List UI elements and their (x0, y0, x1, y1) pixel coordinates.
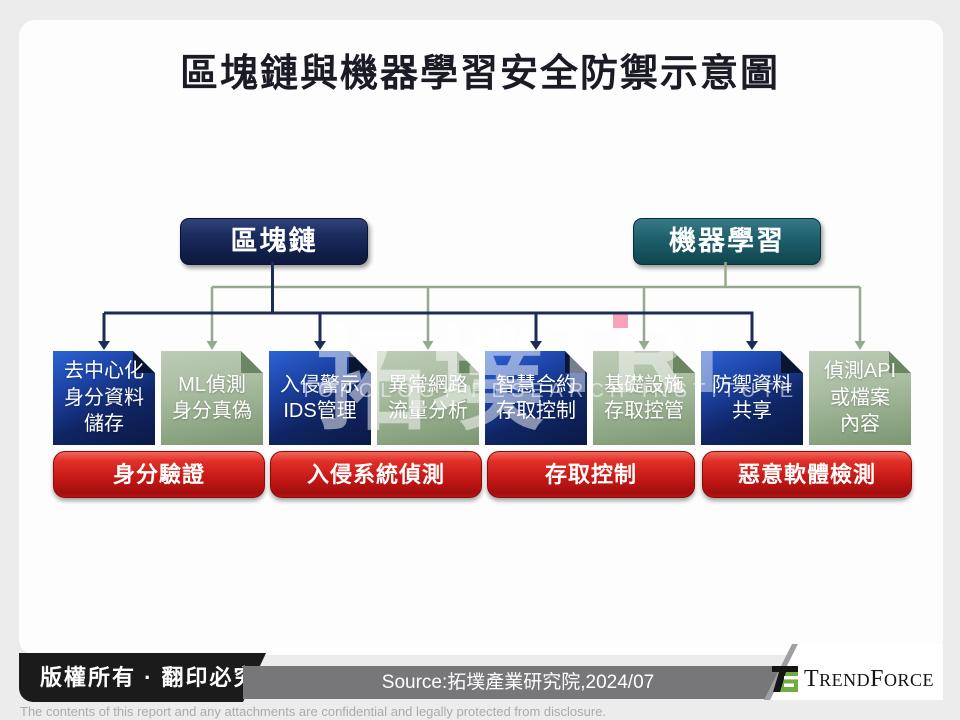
feature-box-decentralized-identity-storage: 去中心化 身分資料 儲存 (53, 351, 155, 445)
disclaimer-text: The contents of this report and any atta… (20, 704, 607, 719)
feature-label: 防禦資料 共享 (712, 373, 792, 422)
feature-box-defense-data-sharing: 防禦資料 共享 (701, 351, 803, 445)
feature-label: 去中心化 身分資料 儲存 (64, 360, 144, 436)
trendforce-logo: TRENDFORCE (772, 664, 934, 694)
source-bar (243, 666, 793, 699)
trendforce-icon (772, 666, 798, 692)
category-label: 入侵系統偵測 (306, 462, 445, 487)
feature-label: 偵測API 或檔案 內容 (823, 360, 897, 436)
feature-label: 基礎設施 存取控管 (604, 373, 684, 422)
feature-box-traffic-analysis: 異常網路 流量分析 (377, 351, 479, 445)
feature-label: 智慧合約 存取控制 (496, 373, 576, 422)
category-label: 身分驗證 (112, 462, 205, 487)
feature-label: 入侵警示 IDS管理 (280, 373, 360, 422)
feature-label: ML偵測 身分真偽 (172, 373, 252, 422)
copyright-text: 版權所有 · 翻印必究 (40, 665, 258, 690)
feature-box-ids-management: 入侵警示 IDS管理 (269, 351, 371, 445)
category-bar-intrusion-detection: 入侵系統偵測 (270, 451, 482, 498)
logo-plate (770, 644, 943, 700)
node-machine-learning-label: 機器學習 (669, 226, 785, 256)
trendforce-wordmark: TRENDFORCE (804, 666, 934, 693)
slide-card (19, 20, 943, 655)
category-label: 惡意軟體檢測 (737, 462, 876, 487)
wordmark-orce: ORCE (884, 669, 935, 690)
node-blockchain: 區塊鏈 (180, 218, 368, 265)
category-bar-malware-detection: 惡意軟體檢測 (702, 451, 912, 498)
feature-label: 異常網路 流量分析 (388, 373, 468, 422)
category-bar-access-control: 存取控制 (487, 451, 695, 498)
feature-box-api-file-detection: 偵測API 或檔案 內容 (809, 351, 911, 445)
feature-box-ml-identity-detection: ML偵測 身分真偽 (161, 351, 263, 445)
category-bar-identity-verification: 身分驗證 (53, 451, 265, 498)
feature-box-infrastructure-access: 基礎設施 存取控管 (593, 351, 695, 445)
wordmark-t: T (804, 665, 820, 692)
source-text: Source:拓墣產業研究院,2024/07 (381, 672, 655, 693)
wordmark-rend: REND (819, 669, 871, 690)
category-label: 存取控制 (544, 462, 637, 487)
node-blockchain-label: 區塊鏈 (230, 226, 318, 256)
copyright-bar (19, 653, 243, 702)
wordmark-f: F (870, 665, 885, 692)
node-machine-learning: 機器學習 (633, 218, 821, 265)
page-title: 區塊鏈與機器學習安全防禦示意圖 (179, 50, 780, 95)
feature-box-smart-contract-access: 智慧合約 存取控制 (485, 351, 587, 445)
